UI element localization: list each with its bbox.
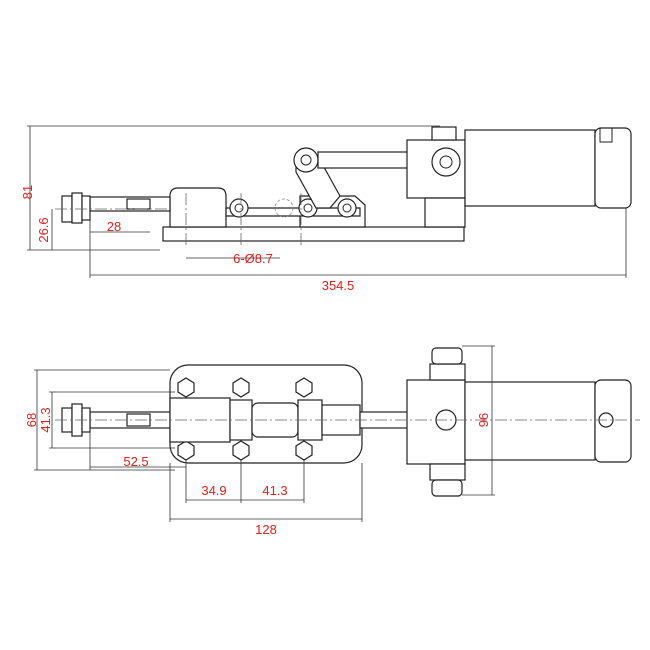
side-view: 81 26.6 28 6-Ø8.7 354.5 — [20, 125, 632, 293]
pivot-1-pin — [234, 203, 244, 213]
front-block — [169, 187, 227, 228]
hex-nut-inner — [81, 195, 91, 221]
cylinder-pivot-pin — [439, 155, 453, 169]
pivot-3 — [337, 198, 357, 218]
dim-text-96: 96 — [476, 413, 491, 427]
top-view: 68 41.3 52.5 34.9 41.3 128 96 — [24, 345, 640, 537]
dim-text-41-3-horizontal: 41.3 — [262, 483, 287, 498]
dim-text-41-3-vertical: 41.3 — [38, 407, 53, 432]
dim-text-26-6: 26.6 — [36, 217, 51, 242]
cylinder-head-top — [431, 126, 457, 141]
cylinder-pivot — [431, 147, 461, 177]
dim-text-128: 128 — [255, 522, 277, 537]
bolt-hex-2 — [232, 377, 250, 398]
bolt-hex-4 — [177, 440, 195, 461]
hex-nut-middle — [71, 192, 83, 224]
ghost-pivot — [274, 198, 294, 218]
dim-text-28: 28 — [107, 219, 121, 234]
dim-text-68: 68 — [24, 413, 39, 427]
cylinder-body-top — [464, 381, 596, 461]
base-plate — [162, 226, 465, 242]
pivot-1 — [229, 198, 249, 218]
dim-text-52-5: 52.5 — [123, 454, 148, 469]
dim-text-354-5: 354.5 — [322, 278, 355, 293]
head-nut-lower — [431, 479, 463, 497]
dim-text-34-9: 34.9 — [201, 483, 226, 498]
cylinder-body — [464, 129, 596, 207]
guide-clevis — [321, 404, 361, 436]
dim-text-holes: 6-Ø8.7 — [233, 251, 273, 266]
dim-text-81: 81 — [20, 185, 35, 199]
head-boss-lower — [429, 463, 466, 481]
cylinder-mount — [424, 197, 466, 228]
plunger-tip — [126, 198, 151, 210]
air-port — [599, 127, 613, 143]
piston-rod — [317, 151, 411, 169]
bolt-hex-3 — [295, 377, 313, 398]
head-nut-upper — [431, 347, 463, 365]
head-boss-upper — [429, 363, 466, 381]
bolt-hex-5 — [232, 440, 250, 461]
bolt-hex-6 — [295, 440, 313, 461]
top-pivot — [293, 147, 319, 173]
pivot-2-pin — [303, 203, 313, 213]
top-pivot-pin — [300, 154, 312, 166]
pivot-3-pin — [342, 203, 352, 213]
cylinder-end-cap — [594, 127, 632, 209]
bolt-hex-1 — [177, 377, 195, 398]
bolt-holes — [177, 377, 313, 461]
